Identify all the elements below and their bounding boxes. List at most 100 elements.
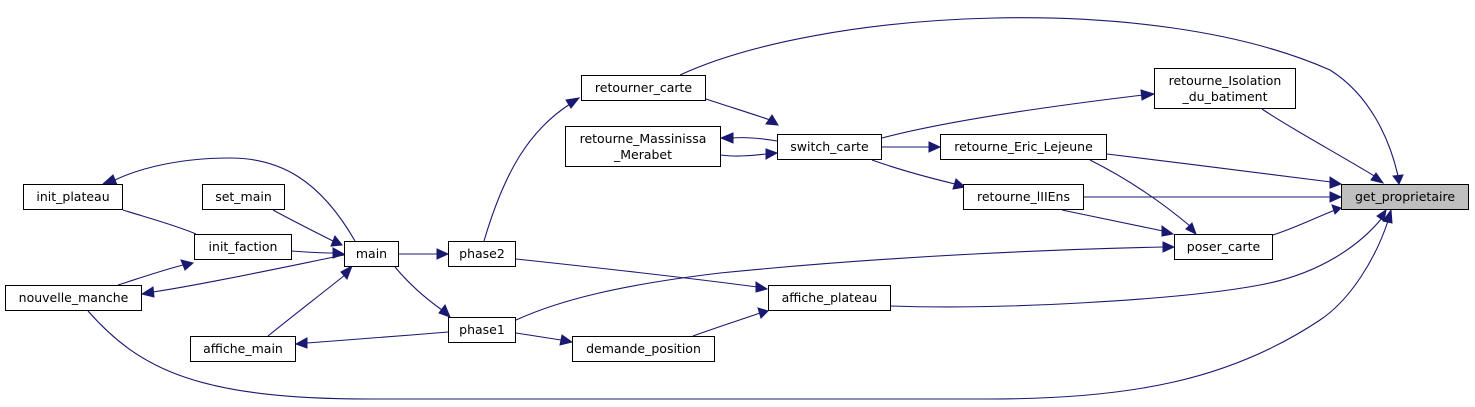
edge-arrowhead: [765, 114, 779, 126]
node-label-line: affiche_main: [203, 341, 283, 356]
edge-line: [720, 153, 767, 157]
edge-line: [1089, 159, 1191, 227]
edge-phase1-to-demande_position: [515, 332, 574, 346]
node-label-line: phase1: [459, 322, 505, 337]
edge-arrowhead: [1382, 208, 1393, 224]
edge-retourne_eric-to-get_proprietaire: [1106, 153, 1343, 189]
node-label-line: set_main: [215, 189, 272, 204]
edge-arrowhead: [1161, 225, 1175, 237]
edge-main-to-init_plateau: [101, 157, 356, 242]
node-affiche-plateau[interactable]: affiche_plateau: [768, 285, 891, 311]
edge-line: [291, 250, 334, 254]
edge-retourner_carte-to-switch_carte: [705, 98, 779, 126]
edge-arrowhead: [180, 259, 195, 271]
edge-affiche_plateau-to-get_proprietaire: [890, 208, 1387, 308]
edge-line: [871, 159, 956, 185]
edge-line: [890, 217, 1383, 308]
node-label-line: retourner_carte: [594, 80, 693, 95]
edge-nouvelle_manche-to-init_faction: [117, 259, 195, 286]
edge-arrowhead: [755, 281, 769, 293]
node-label-line: affiche_plateau: [781, 290, 878, 305]
node-label-line: nouvelle_manche: [18, 290, 129, 305]
edge-arrowhead: [559, 334, 574, 346]
node-init-faction[interactable]: init_faction: [194, 234, 292, 260]
edge-retourne_eric-to-poser_carte: [1089, 159, 1197, 236]
node-label-line: init_plateau: [36, 189, 110, 204]
edge-arrowhead: [1329, 191, 1343, 203]
edge-arrowhead: [952, 178, 967, 190]
edge-line: [679, 17, 1399, 177]
edge-line: [267, 274, 346, 337]
node-affiche-main[interactable]: affiche_main: [190, 336, 296, 362]
node-poser-carte[interactable]: poser_carte: [1174, 234, 1273, 260]
edge-arrowhead: [1376, 208, 1387, 222]
node-set-main[interactable]: set_main: [202, 184, 285, 210]
node-label-line: _Merabet: [613, 146, 673, 162]
edge-line: [692, 312, 761, 337]
node-phase2[interactable]: phase2: [448, 241, 516, 267]
edge-retourner_carte-to-get_proprietaire: [679, 17, 1404, 185]
node-retourner-carte[interactable]: retourner_carte: [581, 75, 706, 101]
edge-main-to-phase1: [394, 266, 451, 318]
node-retourne-massinissa[interactable]: retourne_Massinissa_Merabet: [565, 126, 721, 167]
edge-arrowhead: [719, 132, 734, 144]
node-label-line: demande_position: [586, 341, 701, 356]
edge-line: [394, 266, 443, 311]
edge-arrowhead: [765, 148, 779, 160]
node-label-line: retourne_Isolation: [1168, 72, 1282, 88]
edge-arrowhead: [565, 97, 581, 109]
edge-retourne_liiens-to-poser_carte: [1061, 209, 1175, 237]
node-get-proprietaire[interactable]: get_proprietaire: [1341, 184, 1469, 210]
edge-arrowhead: [330, 235, 343, 247]
node-retourne-liiens[interactable]: retourne_lIIEns: [963, 184, 1084, 210]
edge-line: [1261, 108, 1377, 178]
edge-switch_carte-to-retourne_eric: [882, 141, 942, 153]
edge-main-to-nouvelle_manche: [140, 254, 345, 298]
edge-line: [272, 209, 334, 242]
node-phase1[interactable]: phase1: [448, 317, 516, 343]
node-nouvelle-manche[interactable]: nouvelle_manche: [5, 285, 142, 311]
edge-line: [87, 220, 1389, 400]
edge-phase1-to-affiche_main: [294, 331, 449, 349]
node-label-line: retourne_Eric_Lejeune: [954, 139, 1093, 154]
edge-arrowhead: [928, 141, 942, 153]
edge-line: [881, 94, 1144, 139]
node-demande-position[interactable]: demande_position: [572, 336, 715, 362]
edge-arrowhead: [438, 304, 451, 318]
edge-line: [705, 98, 771, 121]
edge-line: [152, 254, 345, 293]
edge-arrowhead: [1185, 222, 1197, 236]
node-label-line: phase2: [459, 246, 505, 261]
edge-arrowhead: [757, 307, 769, 319]
edge-poser_carte-to-get_proprietaire: [1272, 204, 1342, 236]
edge-line: [1272, 209, 1336, 236]
node-retourne-eric-lejeune[interactable]: retourne_Eric_Lejeune: [940, 134, 1107, 160]
node-retourne-isolation[interactable]: retourne_Isolation_du_batiment: [1154, 68, 1296, 109]
edge-line: [1106, 153, 1332, 183]
node-label-line: _du_batiment: [1182, 88, 1268, 104]
edge-arrowhead: [1370, 172, 1385, 184]
edge-line: [1061, 209, 1164, 232]
edge-line: [122, 209, 197, 235]
edge-switch_carte-to-retourne_liiens: [871, 159, 967, 190]
edges-layer: [87, 17, 1404, 400]
node-label-line: retourne_Massinissa: [579, 130, 707, 146]
edge-main-to-phase2: [399, 248, 450, 260]
edge-line: [515, 332, 562, 341]
edge-line: [117, 264, 184, 286]
node-main[interactable]: main: [344, 241, 399, 267]
edge-arrowhead: [1140, 89, 1156, 101]
node-switch-carte[interactable]: switch_carte: [777, 134, 882, 160]
node-init-plateau[interactable]: init_plateau: [23, 184, 123, 210]
edge-retourne_massinissa-to-switch_carte: [720, 148, 779, 160]
edge-line: [515, 258, 758, 288]
edge-phase2-to-retourner_carte: [483, 97, 581, 242]
edge-switch_carte-to-retourne_isolation: [881, 89, 1156, 139]
edge-arrowhead: [1162, 241, 1176, 253]
edge-retourne_isolation-to-get_proprietaire: [1261, 108, 1385, 184]
edge-line: [114, 157, 356, 242]
edge-retourne_liiens-to-get_proprietaire: [1084, 191, 1343, 203]
node-label-line: init_faction: [208, 239, 278, 254]
edge-arrowhead: [294, 337, 308, 349]
edge-demande_position-to-affiche_plateau: [692, 307, 769, 337]
